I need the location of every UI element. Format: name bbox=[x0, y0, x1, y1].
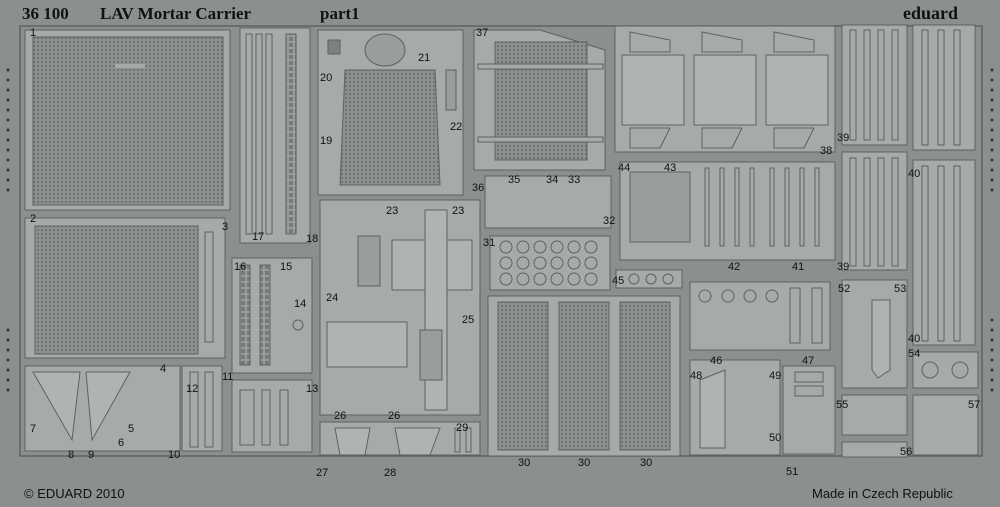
parts-46-47 bbox=[689, 281, 831, 351]
part-label-25: 25 bbox=[462, 314, 474, 326]
part-label-30a: 30 bbox=[518, 457, 530, 469]
part-label-1: 1 bbox=[30, 27, 36, 39]
parts-31-36 bbox=[484, 175, 683, 291]
parts-11-13 bbox=[181, 365, 313, 453]
part-label-30c: 30 bbox=[640, 457, 652, 469]
copyright-text: © EDUARD 2010 bbox=[24, 486, 125, 501]
part-label-9: 9 bbox=[88, 449, 94, 461]
part-label-39b: 39 bbox=[837, 261, 849, 273]
brand-logo: eduard bbox=[903, 3, 958, 23]
part-label-57: 57 bbox=[968, 399, 980, 411]
part-label-35: 35 bbox=[508, 174, 520, 186]
part-label-21: 21 bbox=[418, 52, 430, 64]
parts-27-29 bbox=[319, 421, 481, 456]
part-label-55: 55 bbox=[836, 399, 848, 411]
edge-perforation-left bbox=[6, 68, 10, 392]
part-2-mesh-panel bbox=[24, 217, 226, 359]
part-label-41: 41 bbox=[792, 261, 804, 273]
part-label-52: 52 bbox=[838, 283, 850, 295]
part-label-12: 12 bbox=[186, 383, 198, 395]
part-label-47: 47 bbox=[802, 355, 814, 367]
parts-41-44 bbox=[619, 161, 836, 261]
part-label-14: 14 bbox=[294, 298, 306, 310]
part-label-24: 24 bbox=[326, 292, 338, 304]
parts-39-40-strips bbox=[841, 24, 976, 346]
part-label-44: 44 bbox=[618, 162, 630, 174]
part-label-3: 3 bbox=[222, 221, 228, 233]
part-label-7: 7 bbox=[30, 423, 36, 435]
part-label-20: 20 bbox=[320, 72, 332, 84]
parts-19-22-seat bbox=[317, 29, 464, 196]
part-38-panels bbox=[614, 25, 836, 153]
part-label-16: 16 bbox=[234, 261, 246, 273]
part-label-26b: 26 bbox=[388, 410, 400, 422]
part-label-22: 22 bbox=[450, 121, 462, 133]
part-label-23b: 23 bbox=[452, 205, 464, 217]
kit-title: LAV Mortar Carrier bbox=[100, 4, 252, 23]
part-label-32: 32 bbox=[603, 215, 615, 227]
part-label-54: 54 bbox=[908, 348, 920, 360]
part-label-30b: 30 bbox=[578, 457, 590, 469]
parts-17-18-strips bbox=[239, 27, 311, 244]
part-37-mesh bbox=[473, 29, 606, 171]
edge-perforation-right bbox=[990, 68, 994, 392]
part-label-19: 19 bbox=[320, 135, 332, 147]
part-label-38: 38 bbox=[820, 145, 832, 157]
part-label-46: 46 bbox=[710, 355, 722, 367]
part-1-mesh-panel bbox=[24, 29, 231, 211]
part-label-33: 33 bbox=[568, 174, 580, 186]
part-label-8: 8 bbox=[68, 449, 74, 461]
part-label-37: 37 bbox=[476, 27, 488, 39]
part-label-50: 50 bbox=[769, 432, 781, 444]
kit-code: 36 100 bbox=[22, 4, 69, 23]
part-label-5: 5 bbox=[128, 423, 134, 435]
parts-52-57 bbox=[841, 279, 979, 458]
origin-text: Made in Czech Republic bbox=[812, 486, 953, 501]
part-label-51: 51 bbox=[786, 466, 798, 478]
part-label-2: 2 bbox=[30, 213, 36, 225]
part-label-26a: 26 bbox=[334, 410, 346, 422]
part-label-36: 36 bbox=[472, 182, 484, 194]
part-label-48: 48 bbox=[690, 370, 702, 382]
part-label-45: 45 bbox=[612, 275, 624, 287]
part-label-34: 34 bbox=[546, 174, 558, 186]
parts-4-10 bbox=[24, 365, 181, 452]
part-label-17: 17 bbox=[252, 231, 264, 243]
part-label-53: 53 bbox=[894, 283, 906, 295]
part-label-18: 18 bbox=[306, 233, 318, 245]
part-label-40b: 40 bbox=[908, 333, 920, 345]
part-label-31: 31 bbox=[483, 237, 495, 249]
parts-14-16 bbox=[231, 257, 313, 374]
part-label-11: 11 bbox=[222, 371, 233, 383]
part-label-29: 29 bbox=[456, 422, 468, 434]
part-number-labels: 1 2 3 4 5 6 7 8 9 10 11 12 13 14 15 16 1… bbox=[30, 27, 980, 479]
part-label-10: 10 bbox=[168, 449, 180, 461]
parts-23-26 bbox=[319, 199, 481, 416]
part-label-6: 6 bbox=[118, 437, 124, 449]
part-label-40a: 40 bbox=[908, 168, 920, 180]
part-label-28: 28 bbox=[384, 467, 396, 479]
part-label-39a: 39 bbox=[837, 132, 849, 144]
kit-part: part1 bbox=[320, 4, 360, 23]
part-label-27: 27 bbox=[316, 467, 328, 479]
part-label-56: 56 bbox=[900, 446, 912, 458]
part-label-43: 43 bbox=[664, 162, 676, 174]
part-label-4: 4 bbox=[160, 363, 166, 375]
part-label-49: 49 bbox=[769, 370, 781, 382]
part-label-13: 13 bbox=[306, 383, 318, 395]
part-label-23a: 23 bbox=[386, 205, 398, 217]
parts-48-51 bbox=[689, 359, 836, 456]
part-label-15: 15 bbox=[280, 261, 292, 273]
part-label-42: 42 bbox=[728, 261, 740, 273]
part-30-mesh-strips bbox=[487, 295, 681, 457]
